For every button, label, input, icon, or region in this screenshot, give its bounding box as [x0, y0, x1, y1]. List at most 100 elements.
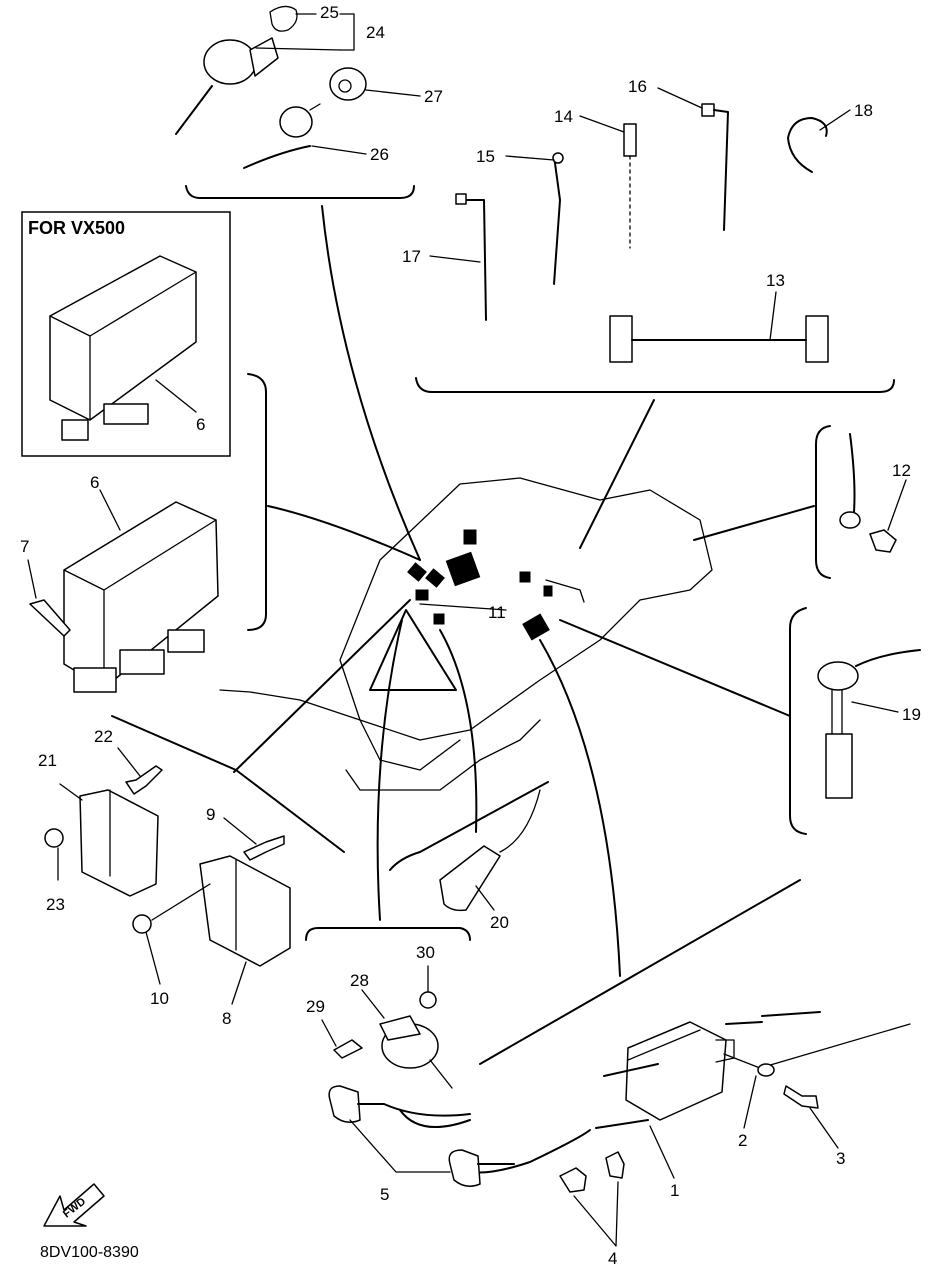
callout-15: 15: [476, 147, 495, 166]
band-13-left-part: [609, 315, 633, 363]
callout-6: 6: [90, 473, 100, 492]
lead-wire-12: [849, 433, 856, 513]
condenser-group: [389, 781, 549, 912]
leader-12: [887, 479, 907, 531]
callout-9: 9: [206, 805, 216, 824]
callout-19: 19: [902, 705, 921, 724]
callout-16: 16: [628, 77, 647, 96]
callout-23: 23: [46, 895, 65, 914]
main-switch-wire: [175, 85, 213, 135]
bolt-7-part: [29, 599, 71, 637]
bolt-3-part: [783, 1085, 819, 1109]
callout-14: 14: [554, 107, 573, 126]
leader-6a: [155, 379, 197, 413]
callout-13: 13: [766, 271, 785, 290]
leader-28: [361, 989, 385, 1019]
clip-18-part: [787, 117, 828, 173]
callout-7: 7: [20, 537, 30, 556]
leader-4: [573, 1181, 619, 1247]
leader-17: [429, 255, 481, 263]
leader-2: [743, 1075, 757, 1129]
group-bracket-top-left: [185, 185, 415, 199]
callout-10: 10: [150, 989, 169, 1008]
band-group: [415, 87, 895, 393]
ignition-coil-1-part: [625, 1021, 727, 1121]
band-16-head-part: [701, 103, 715, 117]
callout-20: 20: [490, 913, 509, 932]
leader-3: [809, 1107, 839, 1149]
leader-15: [505, 155, 555, 161]
group-bracket-right-top: [815, 425, 831, 579]
callout-25: 25: [320, 3, 339, 22]
leader-6b: [99, 489, 121, 531]
leader-14: [579, 115, 625, 133]
callout-6-vx500: 6: [196, 415, 206, 434]
main-switch-group: [175, 5, 421, 199]
nut-23-part: [44, 828, 64, 848]
callout-1: 1: [670, 1181, 680, 1200]
leader-26: [311, 145, 367, 155]
clamp-14-part: [623, 123, 637, 157]
group-bracket-top-right: [415, 377, 895, 393]
band-13-right-part: [805, 315, 829, 363]
callout-24: 24: [366, 23, 385, 42]
regulator-8-part: [199, 855, 291, 967]
plug-cap-5b-part: [448, 1149, 481, 1187]
band-15-part: [553, 155, 561, 285]
rectifier-21-part: [79, 789, 159, 897]
callout-4: 4: [608, 1249, 618, 1267]
leader-22: [117, 747, 141, 777]
group-bracket-right-bottom: [789, 607, 807, 835]
leader-9: [223, 817, 257, 845]
callout-28: 28: [350, 971, 369, 990]
nut-27-part: [329, 67, 367, 101]
leader-7: [27, 559, 37, 599]
main-switch-key-head-part: [269, 5, 298, 32]
leader-27: [365, 89, 421, 97]
callout-8: 8: [222, 1009, 232, 1028]
leader-21: [59, 783, 83, 801]
condenser-20-part: [439, 845, 501, 912]
callout-17: 17: [402, 247, 421, 266]
leader-20: [475, 885, 495, 911]
drawing-code: 8DV100-8390: [40, 1244, 139, 1261]
plug-cap-5a-part: [328, 1085, 361, 1123]
nut-10-part: [132, 914, 152, 934]
callout-3: 3: [836, 1149, 846, 1168]
vx500-box: [21, 211, 231, 457]
band-16-part: [713, 109, 729, 231]
callout-22: 22: [94, 727, 113, 746]
bolt-9-part: [243, 835, 285, 861]
callout-27: 27: [424, 87, 443, 106]
clamp-4b-part: [605, 1151, 625, 1179]
leader-8: [231, 961, 247, 1005]
clamp-4a-part: [559, 1167, 587, 1193]
leader-29: [321, 1019, 337, 1047]
right-groups: [789, 425, 921, 835]
cdi-unit-part: [63, 501, 219, 689]
screw-29-part: [333, 1039, 363, 1059]
callout-30: 30: [416, 943, 435, 962]
callout-29: 29: [306, 997, 325, 1016]
bracket-24: [339, 13, 355, 51]
leader-18: [819, 109, 851, 131]
ring-terminal-2-part: [757, 1063, 775, 1077]
leader-13: [769, 291, 777, 341]
callout-21: 21: [38, 751, 57, 770]
cdi-unit-vx500-part: [49, 255, 197, 421]
screw-12-part: [869, 529, 897, 553]
callout-2: 2: [738, 1131, 748, 1150]
collar-30-part: [419, 991, 437, 1009]
wire-harness: [111, 205, 815, 1065]
callout-12: 12: [892, 461, 911, 480]
band-17-part: [459, 199, 487, 321]
ignition-coil-group: [328, 1011, 911, 1247]
callout-5: 5: [380, 1185, 390, 1204]
main-switch-key-part: [249, 37, 279, 77]
cap-26-part: [279, 106, 313, 138]
leader-19: [851, 701, 899, 713]
sensor-19-body-part: [825, 733, 853, 799]
callout-11: 11: [488, 603, 506, 622]
